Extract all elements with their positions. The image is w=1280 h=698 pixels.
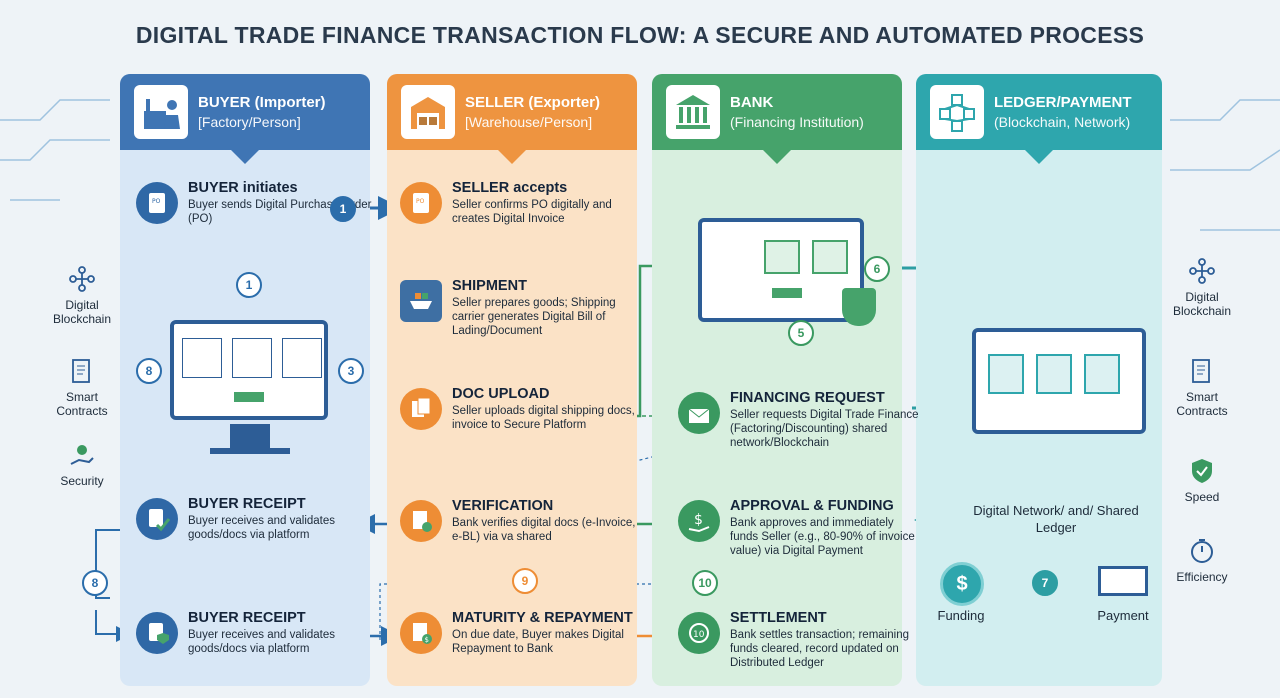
side-security: Security <box>42 440 122 488</box>
side-smart-contracts: Smart Contracts <box>42 356 122 418</box>
seller-column: SELLER (Exporter) [Warehouse/Person] <box>387 74 637 686</box>
cargo-ship-icon <box>400 280 442 322</box>
step-title: MATURITY & REPAYMENT <box>452 610 633 626</box>
ledger-platform-window <box>972 328 1146 434</box>
documents-icon <box>400 388 442 430</box>
step-desc: Bank approves and immediately funds Sell… <box>730 517 915 557</box>
seller-sub: [Warehouse/Person] <box>465 114 593 130</box>
step-title: BUYER RECEIPT <box>188 610 306 626</box>
bank-sub: (Financing Institution) <box>730 114 864 130</box>
buyer-sub: [Factory/Person] <box>198 114 301 130</box>
step-number-badge: 1 <box>330 196 356 222</box>
step-desc: Seller prepares goods; Shipping carrier … <box>452 297 616 337</box>
buyer-role: BUYER (Importer) <box>198 94 326 111</box>
ledger-header: LEDGER/PAYMENT (Blockchain, Network) <box>916 74 1162 164</box>
side-digital-blockchain: Digital Blockchain <box>42 264 122 326</box>
warehouse-icon <box>401 85 455 139</box>
bank-header: BANK (Financing Institution) <box>652 74 902 164</box>
step-desc: Seller requests Digital Trade Finance (F… <box>730 409 919 449</box>
shield-check-icon <box>1192 459 1212 483</box>
step-desc: Bank settles transaction; remaining fund… <box>730 629 909 669</box>
settlement-cycle-icon: 10 <box>678 612 720 654</box>
step-number-badge: 8 <box>136 358 162 384</box>
step-number-badge: 8 <box>82 570 108 596</box>
blockchain-network-icon <box>930 85 984 139</box>
step-number-badge: 5 <box>788 320 814 346</box>
side-label: Security <box>60 474 104 488</box>
svg-text:$: $ <box>425 636 429 644</box>
step-number-badge: 1 <box>236 272 262 298</box>
blockchain-icon <box>1189 258 1215 284</box>
side-label: Digital Blockchain <box>52 298 112 326</box>
monitor-stand <box>230 424 270 450</box>
side-smart-contracts-right: Smart Contracts <box>1162 356 1242 418</box>
hand-dollar-icon: $ <box>678 500 720 542</box>
blockchain-icon <box>69 266 95 292</box>
step-desc: Buyer sends Digital Purchase Order (PO) <box>188 199 372 225</box>
step-number-badge: 6 <box>864 256 890 282</box>
step-title: SETTLEMENT <box>730 610 827 626</box>
step-title: VERIFICATION <box>452 498 554 514</box>
svg-text:$: $ <box>694 512 703 528</box>
side-label: Smart Contracts <box>56 390 108 418</box>
smart-contract-icon <box>1192 359 1210 383</box>
smart-contract-icon <box>72 359 90 383</box>
payment-cash-icon <box>1098 566 1148 596</box>
buyer-platform-monitor <box>170 320 328 420</box>
document-shield-icon <box>136 612 178 654</box>
step-number-badge: 3 <box>338 358 364 384</box>
side-label: Smart Contracts <box>1176 390 1228 418</box>
step-title: DOC UPLOAD <box>452 386 550 402</box>
step-number-badge: 9 <box>512 568 538 594</box>
seller-role: SELLER (Exporter) <box>465 94 601 111</box>
step-number-badge: 7 <box>1032 570 1058 596</box>
repayment-document-icon: $ <box>400 612 442 654</box>
step-title: SHIPMENT <box>452 278 527 294</box>
verified-document-icon <box>400 500 442 542</box>
factory-person-icon <box>134 85 188 139</box>
svg-text:PO: PO <box>416 198 425 205</box>
security-hand-icon <box>70 445 94 465</box>
payment-label: Payment <box>1097 608 1149 623</box>
network-label: Digital Network/ and/ Shared Ledger <box>973 503 1139 535</box>
step-desc: Buyer receives and validates goods/docs … <box>188 515 336 541</box>
stopwatch-icon <box>1191 539 1213 563</box>
side-label: Speed <box>1184 490 1220 504</box>
bank-platform-window <box>698 218 864 322</box>
bank-building-icon <box>666 85 720 139</box>
purchase-order-icon: PO <box>136 182 178 224</box>
shield-check-icon <box>842 288 876 326</box>
step-title: APPROVAL & FUNDING <box>730 498 894 514</box>
bank-role: BANK <box>730 94 774 111</box>
purchase-order-icon: PO <box>400 182 442 224</box>
step-number-badge: 10 <box>692 570 718 596</box>
svg-text:PO: PO <box>152 198 161 205</box>
step-desc: Bank verifies digital docs (e-Invoice, e… <box>452 517 636 543</box>
step-title: SELLER accepts <box>452 180 568 196</box>
ledger-role: LEDGER/PAYMENT <box>994 94 1132 111</box>
step-desc: Buyer receives and validates goods/docs … <box>188 629 336 655</box>
funding-label: Funding <box>937 608 985 623</box>
seller-header: SELLER (Exporter) [Warehouse/Person] <box>387 74 637 164</box>
step-desc: On due date, Buyer makes Digital Repayme… <box>452 629 624 655</box>
step-title: BUYER RECEIPT <box>188 496 306 512</box>
side-label: Efficiency <box>1176 570 1228 584</box>
funding-coin-icon: $ <box>940 562 984 606</box>
ledger-sub: (Blockchain, Network) <box>994 114 1131 130</box>
step-title: BUYER initiates <box>188 180 298 196</box>
step-desc: Seller uploads digital shipping docs, in… <box>452 405 635 431</box>
side-efficiency: Efficiency <box>1162 536 1242 584</box>
buyer-header: BUYER (Importer) [Factory/Person] <box>120 74 370 164</box>
side-speed: Speed <box>1162 456 1242 504</box>
document-check-icon <box>136 498 178 540</box>
bank-column: BANK (Financing Institution) <box>652 74 902 686</box>
svg-text:10: 10 <box>693 630 705 640</box>
side-digital-blockchain-right: Digital Blockchain <box>1162 256 1242 318</box>
page-title: DIGITAL TRADE FINANCE TRANSACTION FLOW: … <box>135 22 1145 48</box>
monitor-base <box>210 448 290 454</box>
side-label: Digital Blockchain <box>1172 290 1232 318</box>
envelope-document-icon <box>678 392 720 434</box>
step-title: FINANCING REQUEST <box>730 390 885 406</box>
step-desc: Seller confirms PO digitally and creates… <box>452 199 612 225</box>
